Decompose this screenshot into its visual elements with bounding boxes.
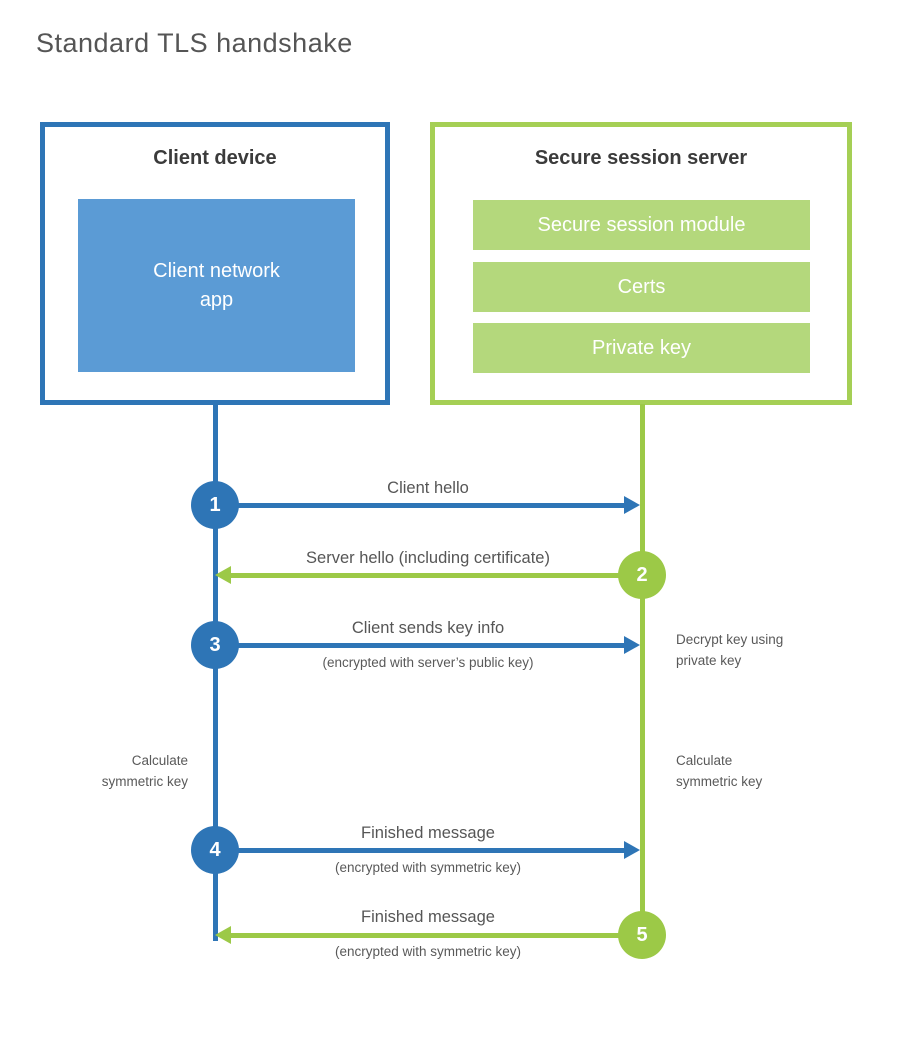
step-3-label: Client sends key info <box>351 619 505 637</box>
step-1-number: 1 <box>209 493 221 516</box>
note-decrypt-key: Decrypt key using private key <box>676 632 784 668</box>
step-4-arrow-line <box>215 848 624 853</box>
server-module-private-key: Private key <box>473 323 810 373</box>
step-4-arrowhead-right-icon <box>624 841 640 859</box>
step-2-arrowhead-left-icon <box>215 566 231 584</box>
step-3-circle: 3 <box>191 621 239 669</box>
note-calculate-symmetric-server: Calculate symmetric key <box>676 753 763 789</box>
step-1-label: Client hello <box>387 479 469 497</box>
step-2-circle: 2 <box>618 551 666 599</box>
server-module-certs: Certs <box>473 262 810 312</box>
step-5-sublabel: (encrypted with symmetric key) <box>334 944 522 959</box>
step-3-number: 3 <box>209 633 221 656</box>
server-module-secure-session: Secure session module <box>473 200 810 250</box>
page-title: Standard TLS handshake <box>36 28 353 58</box>
step-3-arrowhead-right-icon <box>624 636 640 654</box>
step-5-arrow-line <box>231 933 645 938</box>
step-5-circle: 5 <box>618 911 666 959</box>
step-3-arrow-line <box>215 643 624 648</box>
step-4-circle: 4 <box>191 826 239 874</box>
step-1-arrowhead-right-icon <box>624 496 640 514</box>
step-4-label: Finished message <box>361 824 495 842</box>
step-1-arrow-line <box>215 503 624 508</box>
client-lifeline <box>213 404 218 941</box>
step-3-sublabel: (encrypted with server’s public key) <box>322 655 534 670</box>
step-2-label: Server hello (including certificate) <box>306 549 550 567</box>
step-2-arrow-line <box>231 573 645 578</box>
step-2-number: 2 <box>636 563 648 586</box>
step-1-circle: 1 <box>191 481 239 529</box>
step-5-number: 5 <box>636 923 648 946</box>
secure-session-server-heading: Secure session server <box>534 147 748 169</box>
step-5-label: Finished message <box>361 908 495 926</box>
server-lifeline <box>640 404 645 938</box>
client-network-app-box: Client network app <box>78 199 355 372</box>
step-4-number: 4 <box>209 838 221 861</box>
step-4-sublabel: (encrypted with symmetric key) <box>334 860 522 875</box>
note-calculate-symmetric-client: Calculate symmetric key <box>101 753 188 789</box>
step-5-arrowhead-left-icon <box>215 926 231 944</box>
client-device-heading: Client device <box>153 147 277 169</box>
